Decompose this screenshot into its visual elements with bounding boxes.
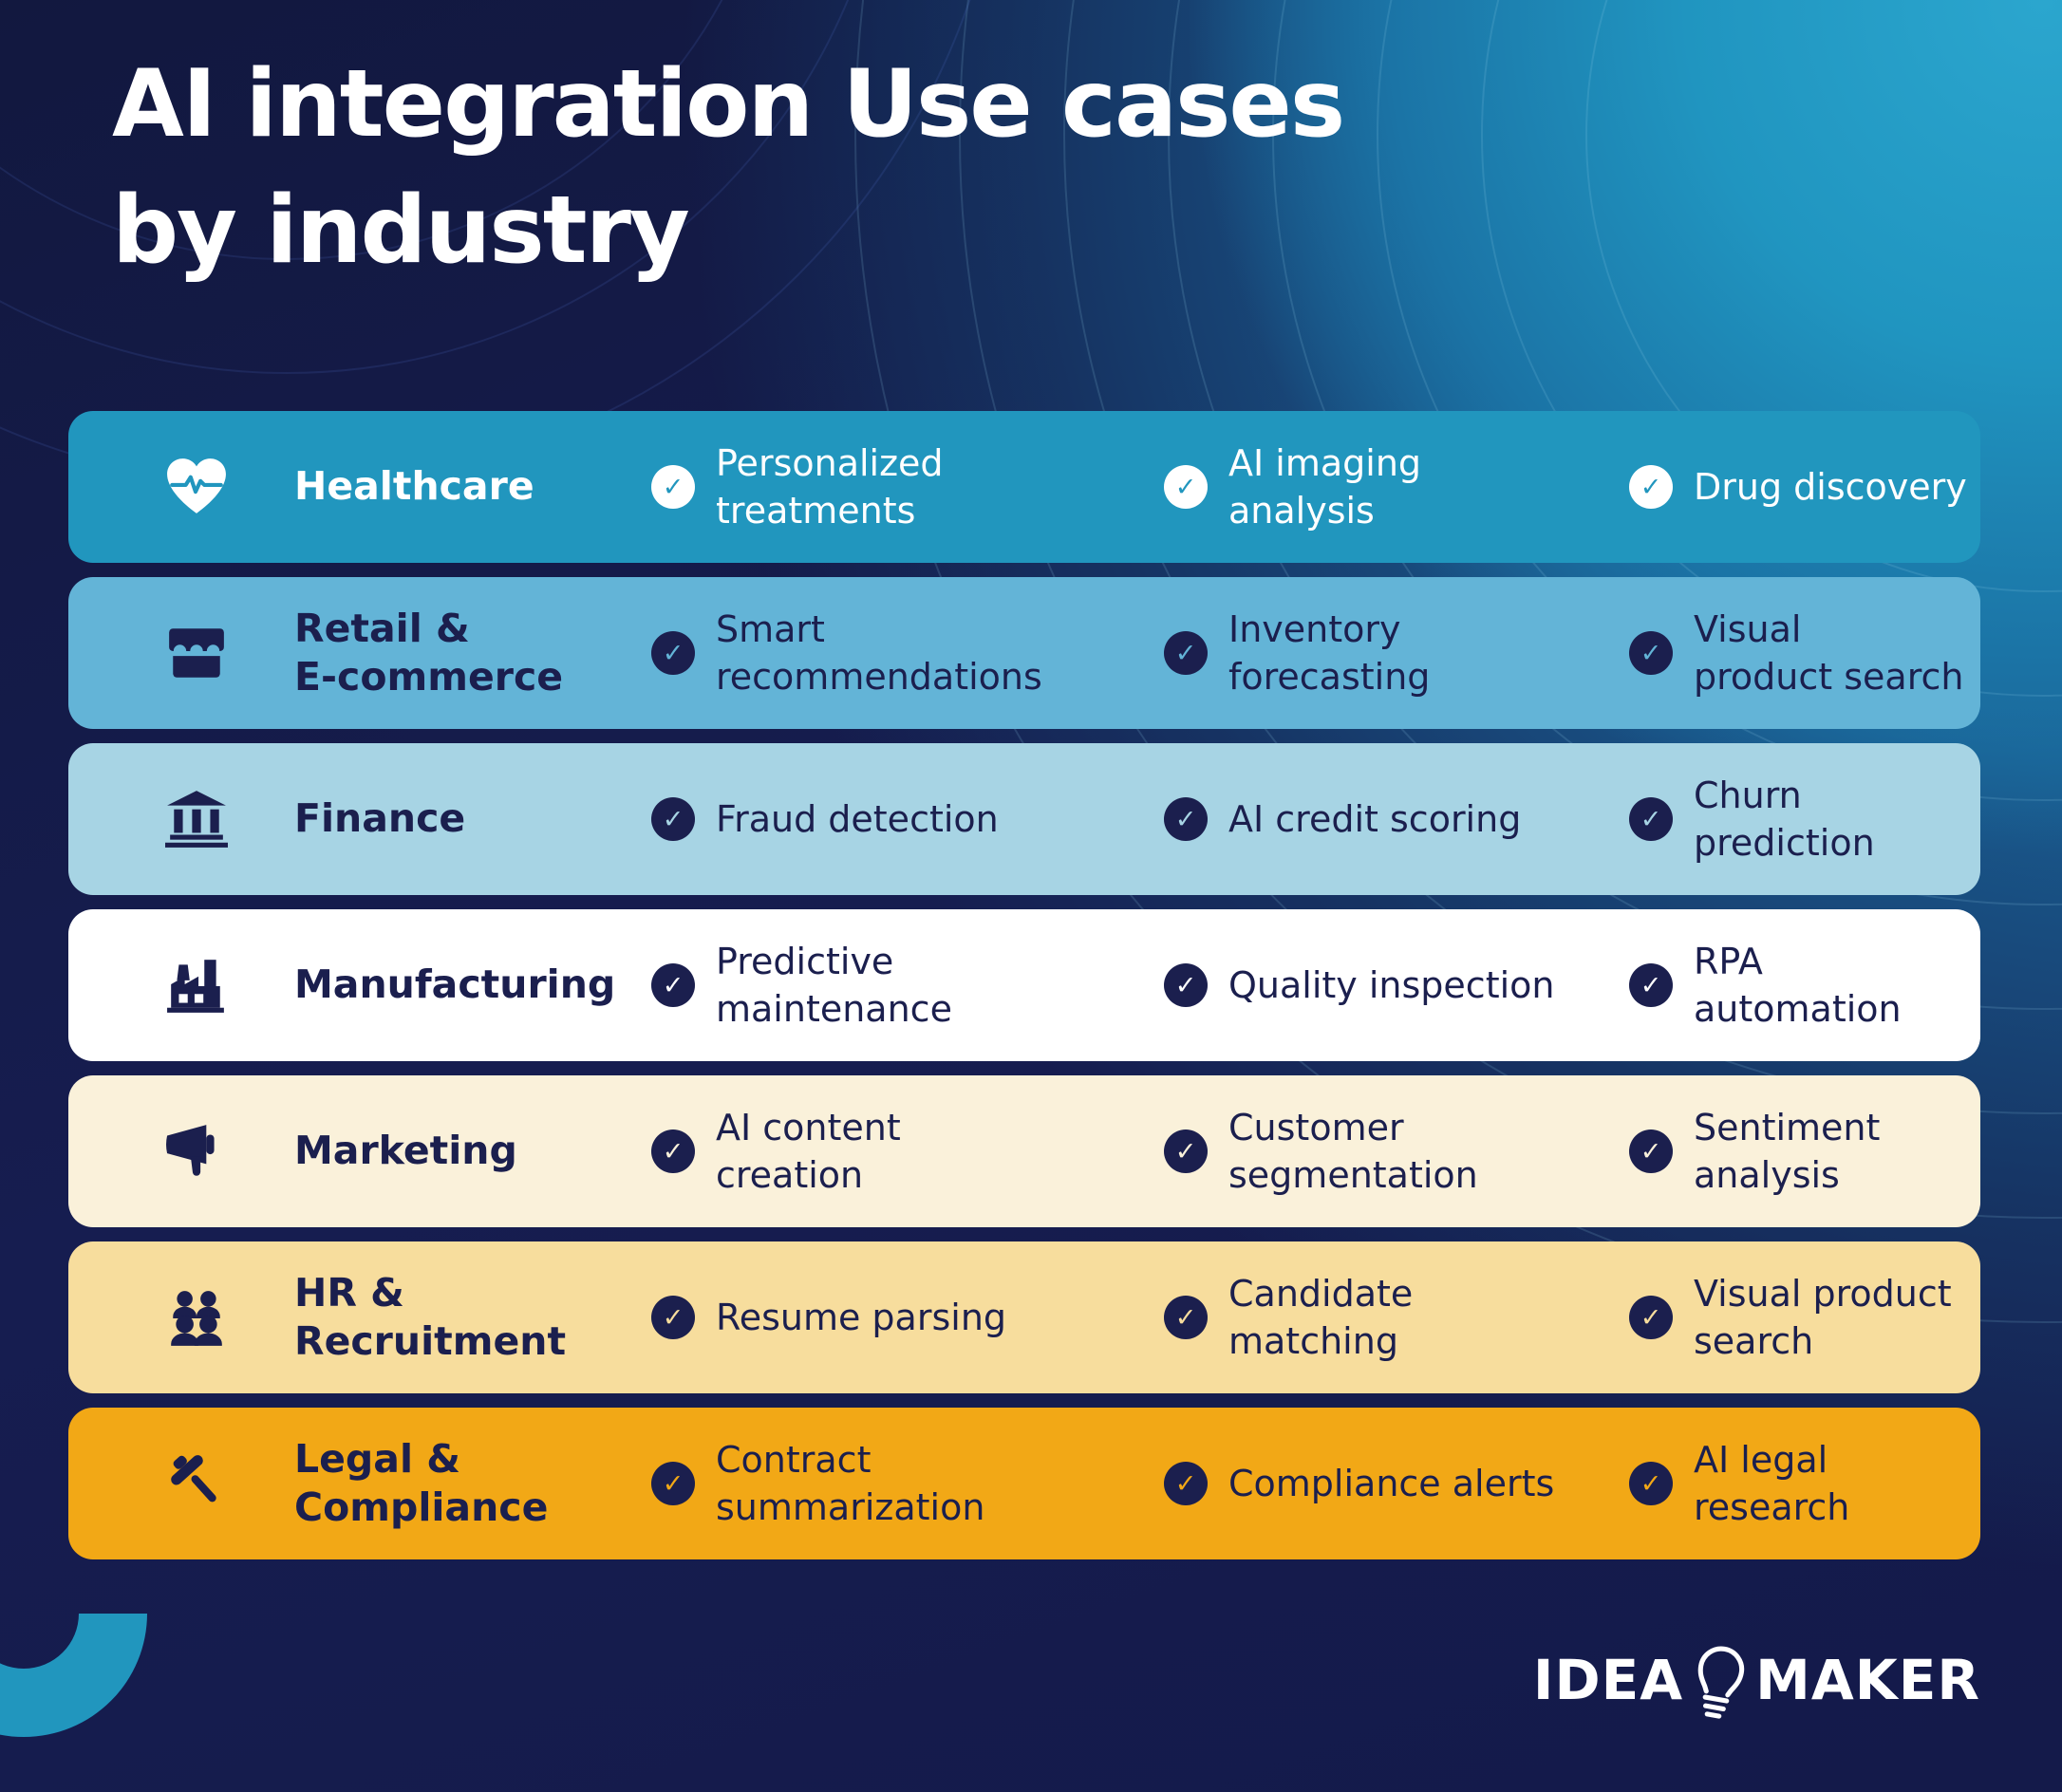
use-case-text: Drug discovery: [1694, 465, 1967, 508]
industry-row-retail-ecommerce: Retail & E-commerce Smart recommendation…: [68, 577, 1980, 729]
industry-row-manufacturing: Manufacturing Predictive maintenance Qua…: [68, 909, 1980, 1061]
industry-table: Healthcare Personalized treatments AI im…: [68, 411, 1980, 1574]
industry-label: Manufacturing: [294, 961, 616, 1008]
factory-icon: [167, 960, 224, 1013]
use-case-text: Compliance alerts: [1228, 1462, 1555, 1504]
check-circle-icon: [651, 797, 695, 841]
industry-row-finance: Finance Fraud detection AI credit scorin…: [68, 743, 1980, 895]
use-case-text: Candidate matching: [1228, 1272, 1414, 1362]
bank-icon: [165, 791, 228, 848]
industry-label: Finance: [294, 795, 466, 842]
people-icon: [171, 1291, 222, 1346]
use-case-text: Quality inspection: [1228, 963, 1555, 1006]
industry-row-hr-recruitment: HR & Recruitment Resume parsing Candidat…: [68, 1241, 1980, 1393]
check-circle-icon: [1629, 797, 1673, 841]
check-circle-icon: [1629, 1462, 1673, 1505]
check-circle-icon: [651, 1462, 695, 1505]
use-case-text: Predictive maintenance: [716, 940, 952, 1030]
lightbulb-icon: [1697, 1646, 1745, 1719]
use-case-text: Fraud detection: [716, 797, 999, 840]
check-circle-icon: [1164, 1129, 1208, 1173]
use-case-text: Smart recommendations: [716, 607, 1042, 698]
industry-row-healthcare: Healthcare Personalized treatments AI im…: [68, 411, 1980, 563]
industry-row-marketing: Marketing AI content creation Customer s…: [68, 1075, 1980, 1227]
check-circle-icon: [1164, 1462, 1208, 1505]
check-circle-icon: [1164, 465, 1208, 509]
use-case-text: Contract summarization: [716, 1438, 985, 1528]
check-circle-icon: [1629, 631, 1673, 675]
industry-row-legal-compliance: Legal & Compliance Contract summarizatio…: [68, 1408, 1980, 1559]
check-circle-icon: [651, 1296, 695, 1339]
industry-label: Retail & E-commerce: [294, 605, 564, 700]
page-title: AI integration Use cases by industry: [112, 50, 1345, 286]
industry-label: HR & Recruitment: [294, 1269, 567, 1364]
check-circle-icon: [1164, 797, 1208, 841]
check-circle-icon: [1629, 1296, 1673, 1339]
use-case-text: AI imaging analysis: [1228, 441, 1422, 532]
gavel-icon: [171, 1455, 216, 1503]
check-circle-icon: [1629, 963, 1673, 1007]
industry-label: Healthcare: [294, 463, 534, 510]
use-case-text: Visual product search: [1694, 607, 1964, 698]
use-case-text: AI content creation: [716, 1106, 901, 1196]
industry-label: Legal & Compliance: [294, 1435, 549, 1530]
storefront-icon: [169, 628, 224, 678]
use-case-text: RPA automation: [1694, 940, 1902, 1030]
heart-pulse-icon: [167, 458, 226, 513]
check-circle-icon: [1164, 631, 1208, 675]
use-case-text: Inventory forecasting: [1228, 607, 1431, 698]
logo-word-idea: IDEA: [1532, 1648, 1684, 1712]
check-circle-icon: [1164, 1296, 1208, 1339]
logo-word-maker: MAKER: [1755, 1648, 1980, 1712]
use-case-text: Churn prediction: [1694, 774, 1875, 864]
check-circle-icon: [651, 1129, 695, 1173]
corner-arc-shape: [0, 1614, 147, 1737]
use-case-text: Sentiment analysis: [1694, 1106, 1881, 1196]
use-case-text: Customer segmentation: [1228, 1106, 1478, 1196]
check-circle-icon: [1164, 963, 1208, 1007]
use-case-text: AI legal research: [1694, 1438, 1850, 1528]
check-circle-icon: [651, 631, 695, 675]
industry-label: Marketing: [294, 1128, 517, 1174]
use-case-text: AI credit scoring: [1228, 797, 1522, 840]
check-circle-icon: [1629, 1129, 1673, 1173]
use-case-text: Visual product search: [1694, 1272, 1952, 1362]
megaphone-icon: [166, 1125, 215, 1176]
check-circle-icon: [1629, 465, 1673, 509]
check-circle-icon: [651, 963, 695, 1007]
check-circle-icon: [651, 465, 695, 509]
ideamaker-logo: IDEA MAKER: [1533, 1638, 1980, 1722]
use-case-text: Resume parsing: [716, 1296, 1007, 1338]
use-case-text: Personalized treatments: [716, 441, 944, 532]
